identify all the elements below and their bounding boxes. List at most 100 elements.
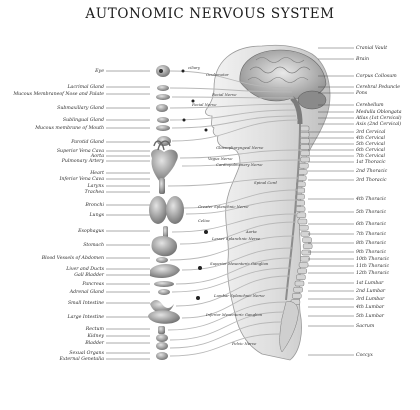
right-leader-lines [308,47,354,356]
label-t10: 10th Thoracic [356,257,390,262]
brain-folds [247,57,311,83]
label-kidney: Kidney [87,334,104,339]
label-l2: 2nd Lumbar [356,289,386,294]
submaxillary-gland-organ [156,104,168,112]
label-lesser-splanchnic: Lesser Splanchnic Nerve [212,236,261,241]
label-pulmonary-artery: Pulmonary Artery [61,159,104,164]
blood-vessels-organ [156,257,168,263]
bladder-organ [156,342,168,350]
label-adrenal-gland: Adrenal Gland [69,290,104,295]
label-coccyx: Coccyx [356,353,373,358]
label-glossopharyngeal: Glossopharyngeal Nerve [216,145,264,150]
nose-palate-organ [156,94,170,100]
sublingual-gland-organ [157,117,169,123]
label-c4: 4th Cervical [356,136,386,141]
vertebra [297,218,308,225]
label-l1: 1st Lumbar [356,281,384,286]
label-sexual-organs: Sexual Organs [69,351,104,356]
label-axis: Axis (2nd Cervical) [356,122,402,127]
heart-organ [151,149,178,182]
label-t6: 6th Thoracic [356,222,387,227]
kidney-organ [156,334,168,342]
label-esophagus: Esophagus [78,229,104,234]
nerve-line [171,115,297,129]
label-lacrimal-gland: Lacrimal Gland [67,85,104,90]
label-t5: 5th Thoracic [356,210,387,215]
vertebra [292,293,302,299]
label-sacrum: Sacrum [356,324,375,329]
label-brain: Brain [356,57,369,62]
brain [239,49,327,102]
nerve-line [169,70,293,89]
label-superior-vena-cava: Superior Vena Cava [56,149,104,154]
diagram-title: AUTONOMIC NERVOUS SYSTEM [85,6,335,22]
nerve-line [179,221,297,245]
label-bronchi: Bronchi [85,203,104,208]
vertebra [296,212,307,219]
label-l4: 4th Lumbar [356,305,384,310]
vertebra [299,162,309,169]
label-c6: 6th Cervical [356,148,386,153]
vertebra [295,200,305,206]
label-cardiopulmonary-nerve: Cardiopulmonary Nerve [216,162,263,167]
label-sublingual-gland: Sublingual Gland [62,118,104,123]
vertebra [293,286,303,293]
vertebra [297,169,308,175]
nerve-line [175,275,291,307]
label-corpus-collosum: Corpus Collosum [356,74,397,79]
nerve-line [171,96,295,99]
label-lumbar-splanchnic: Lumbar Splanchnic Nerve [214,293,265,298]
otic-ganglion [204,128,208,132]
label-stomach: Stomach [83,243,104,248]
pterygopalatine-ganglion [191,99,195,103]
label-cerebellum: Cerebellum [356,103,384,108]
label-spinal-cord: Spinal Cord [254,180,277,185]
larynx-trachea-organ [159,178,165,194]
label-oculomotor: Oculomotor [206,72,229,77]
label-aorta-inner: Aorta [246,229,257,234]
vertebra [299,131,310,138]
sexual-organs-organ [156,352,168,360]
nerve-line [171,267,291,293]
small-intestine-organ [150,300,174,313]
label-t3: 3rd Thoracic [356,178,387,183]
nerve-line [169,333,281,357]
label-lungs: Lungs [89,213,104,218]
label-atlas: Atlas (1st Cervical) [356,116,402,121]
label-l3: 3rd Lumbar [356,297,385,302]
label-rectum: Rectum [85,327,104,332]
vertebra [297,268,307,274]
superior-mesenteric-ganglion [198,266,202,270]
nerve-line [179,149,301,159]
label-greater-splanchnic: Greater Splanchnic Nerve [198,204,249,209]
label-t12: 12th Thoracic [356,271,390,276]
nerve-line [169,103,295,109]
right-lung-organ [166,196,184,224]
nerve-line [171,119,299,142]
ciliary-ganglion [181,69,185,73]
label-trachea: Trachea [84,190,104,195]
nerve-line [171,213,297,233]
label-mouth: Mucous membrane of Mouth [35,126,104,131]
label-c7: 7th Cervical [356,154,386,159]
label-cranial-vault: Cranial Vault [356,46,388,51]
eye-pupil [159,69,163,73]
label-t8: 8th Thoracic [356,241,387,246]
label-inferior-vena-cava: Inferior Vena Cava [59,177,104,182]
label-pelvic-nerve: Pelvic Nerve [232,341,257,346]
vertebra [295,206,306,212]
label-external-genitalia: External Genetalia [59,357,104,362]
vertebra [300,150,310,157]
left-lung-organ [149,196,167,224]
vertebra [299,224,309,231]
vertebra [302,237,312,243]
sacrum-bone [279,301,299,353]
label-vagus-nerve: Vagus Nerve [208,156,233,161]
nerve-line [175,257,293,285]
vertebral-column [279,125,313,353]
label-aorta: Aorta [90,154,104,159]
label-t7: 7th Thoracic [356,232,387,237]
mouth-organ [156,125,170,131]
vertebra [300,138,310,144]
